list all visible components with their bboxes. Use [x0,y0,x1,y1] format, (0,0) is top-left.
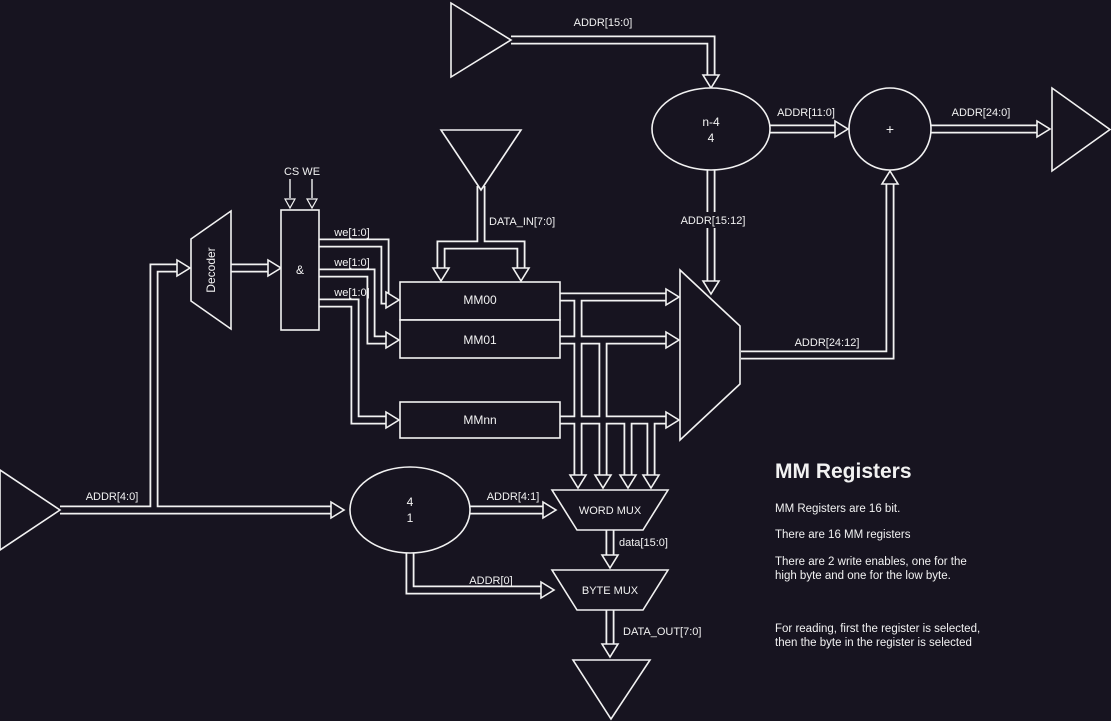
we-arrowhead [305,198,319,210]
slice41-label-bottom: 1 [407,511,414,525]
word-mux [550,489,670,531]
wire-addr-0-core [407,552,541,593]
slice41-label-top: 4 [407,495,414,509]
arrow-we-mm01 [385,330,401,350]
byte-mux [550,569,670,611]
label-cs-we: CS WE [284,166,320,178]
data-in-buffer [439,129,523,192]
arrow-into-out-buffer [600,643,620,659]
wire-addr-24-12 [741,184,895,360]
decoder [190,209,232,331]
bit-slice-n-4 [651,87,771,171]
label-we-1: we[1:0] [333,227,369,239]
label-data-15-0: data[15:0] [619,537,668,549]
arrow-we-mm00 [385,290,401,310]
wire-data-in-split [436,240,526,268]
arrow-wordmux-1 [568,474,588,490]
register-select-mux [679,268,741,442]
wire-data-in-split-core [438,242,524,268]
label-addr-4-0: ADDR[4:0] [86,491,139,503]
label-addr-24-0: ADDR[24:0] [952,107,1011,119]
write-enable-and-gate [280,209,320,331]
arrow-into-decoder [176,258,192,278]
arrow-we-mmnn [385,410,401,430]
label-addr-24-12: ADDR[24:12] [795,337,860,349]
notes-title: MM Registers [775,460,912,483]
addr-output-buffer-right [1051,86,1111,173]
arrow-into-n4 [701,74,721,90]
label-we-2: we[1:0] [333,257,369,269]
addr-input-buffer-top [450,1,513,79]
wire-addr-15-0-core [511,37,714,75]
arrow-mm00-mux [665,287,681,307]
label-data-out: DATA_OUT[7:0] [623,626,701,638]
notes-panel: MM Registers MM Registers are 16 bit. Th… [775,460,980,649]
label-data-in: DATA_IN[7:0] [489,216,555,228]
label-we-3: we[1:0] [333,287,369,299]
label-addr-15-12: ADDR[15:12] [681,215,746,227]
byte-mux-label: BYTE MUX [582,585,639,597]
data-out-buffer [571,659,652,721]
arrow-data-in-right [511,267,531,283]
arrow-into-slice41 [330,500,346,520]
node-labels: n-4 4 + Decoder & MM00 MM01 MMnn 4 1 WOR… [204,115,894,597]
arrowheads [176,74,1052,659]
arrow-into-bytemux-top [600,554,620,570]
arrow-into-adder [834,119,850,139]
arrow-mmnn-mux [665,410,681,430]
word-mux-label: WORD MUX [579,505,642,517]
label-addr-0: ADDR[0] [469,575,512,587]
arrow-into-mux-top [701,280,721,296]
cs-we-arrows [283,179,319,210]
label-addr-4-1: ADDR[4:1] [487,491,540,503]
and-gate-label: & [296,263,304,277]
register-mm00 [399,281,561,321]
notes-line4b: then the byte in the register is selecte… [775,637,972,649]
arrow-wordmux-2 [593,474,613,490]
wire-decoder-in-core [151,265,177,512]
mm00-label: MM00 [463,293,497,307]
adder [848,87,932,171]
adder-label: + [886,121,894,137]
wire-addr-24-12-core [741,184,893,358]
notes-line2: There are 16 MM registers [775,529,911,541]
label-addr-15-0: ADDR[15:0] [574,17,633,29]
arrow-wordmux-4 [641,474,661,490]
arrow-data-in-left [431,267,451,283]
arrow-into-adder-bottom [880,169,900,185]
label-addr-15-12-bg [669,212,757,228]
bit-slice-4-1 [349,466,471,554]
mm01-label: MM01 [463,333,497,347]
label-addr-11-0: ADDR[11:0] [777,107,835,119]
n4-label-top: n-4 [702,115,720,129]
labels: ADDR[15:0] ADDR[11:0] ADDR[24:0] ADDR[15… [86,17,1011,638]
wire-we-mm01-core [319,270,386,343]
wire-we-mmnn-core [319,300,386,423]
arrow-mm01-mux [665,330,681,350]
wire-decoder-in [149,263,177,512]
notes-line3b: high byte and one for the low byte. [775,570,951,582]
notes-line3a: There are 2 write enables, one for the [775,556,967,568]
arrow-into-out-port [1036,119,1052,139]
arrow-into-bytemux-left [540,580,556,600]
register-mmnn [399,401,561,439]
wire-addr-15-0 [511,35,716,75]
arrow-into-wordmux-left [542,500,558,520]
arrow-into-and-gate [267,258,283,278]
addr-input-buffer-left [0,469,62,551]
arrow-wordmux-3 [618,474,638,490]
decoder-label: Decoder [204,247,218,292]
notes-line1: MM Registers are 16 bit. [775,503,900,515]
register-mm01 [399,319,561,359]
mmnn-label: MMnn [463,413,496,427]
n4-label-bottom: 4 [708,131,715,145]
notes-line4a: For reading, first the register is selec… [775,623,980,635]
wires-core [60,37,1037,644]
cs-arrowhead [283,198,297,210]
